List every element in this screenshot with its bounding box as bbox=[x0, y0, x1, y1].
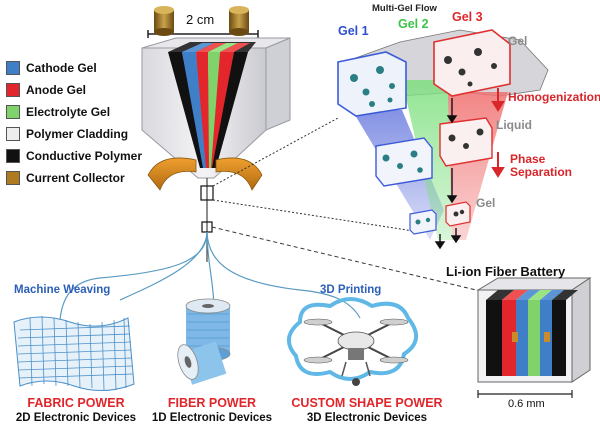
electrolyte-gel-swatch bbox=[6, 105, 20, 119]
gel-2-label: Gel 2 bbox=[398, 17, 429, 31]
cathode-gel-swatch bbox=[6, 61, 20, 75]
fiber-spools-illustration bbox=[177, 298, 231, 385]
legend-label: Polymer Cladding bbox=[26, 127, 129, 141]
multi-gel-flow-illustration bbox=[337, 29, 549, 250]
conductive-polymer-swatch bbox=[6, 149, 20, 163]
gel-state-label: Gel bbox=[508, 34, 528, 48]
liquid-state-label: Liquid bbox=[496, 118, 532, 132]
legend-label: Electrolyte Gel bbox=[26, 105, 111, 119]
fabric-power-title: FABRIC POWER bbox=[27, 396, 125, 410]
legend-label: Current Collector bbox=[26, 171, 125, 185]
battery-scale-label: 0.6 mm bbox=[508, 398, 545, 410]
fiber-power-subtitle: 1D Electronic Devices bbox=[151, 412, 273, 424]
legend-item-cathode-gel: Cathode Gel bbox=[6, 60, 97, 76]
legend-item-anode-gel: Anode Gel bbox=[6, 82, 86, 98]
multi-gel-flow-title: Multi-Gel Flow bbox=[372, 3, 437, 14]
legend-label: Anode Gel bbox=[26, 83, 87, 97]
fabric-illustration bbox=[13, 315, 135, 391]
legend-item-polymer-cladding: Polymer Cladding bbox=[6, 126, 128, 142]
separation-label: Separation bbox=[510, 165, 573, 179]
legend-label: Cathode Gel bbox=[26, 61, 97, 75]
fabric-power-subtitle: 2D Electronic Devices bbox=[15, 412, 137, 424]
preform-scale-label: 2 cm bbox=[186, 12, 215, 27]
polymer-cladding-swatch bbox=[6, 127, 20, 141]
preform-illustration bbox=[141, 6, 291, 262]
legend-item-conductive-polymer: Conductive Polymer bbox=[6, 148, 142, 164]
machine-weaving-label: Machine Weaving bbox=[14, 284, 111, 296]
custom-shape-power-title: CUSTOM SHAPE POWER bbox=[291, 396, 443, 410]
gel-1-label: Gel 1 bbox=[338, 24, 369, 38]
current-collector-swatch bbox=[6, 171, 20, 185]
legend-item-electrolyte-gel: Electrolyte Gel bbox=[6, 104, 110, 120]
custom-shape-power-subtitle: 3D Electronic Devices bbox=[306, 412, 428, 424]
fiber-battery-cross-section bbox=[476, 277, 592, 398]
anode-gel-swatch bbox=[6, 83, 20, 97]
3d-printing-label: 3D Printing bbox=[320, 284, 382, 296]
phase-label: Phase bbox=[510, 152, 546, 166]
fiber-branches bbox=[59, 231, 361, 321]
legend-item-current-collector: Current Collector bbox=[6, 170, 125, 186]
drone-illustration bbox=[287, 297, 418, 386]
gel-3-label: Gel 3 bbox=[452, 10, 483, 24]
fiber-power-title: FIBER POWER bbox=[167, 396, 257, 410]
legend-label: Conductive Polymer bbox=[26, 149, 143, 163]
homogenization-label: Homogenization bbox=[508, 90, 600, 104]
battery-title: Li-ion Fiber Battery bbox=[446, 264, 566, 279]
gel-bottom-label: Gel bbox=[476, 196, 496, 210]
